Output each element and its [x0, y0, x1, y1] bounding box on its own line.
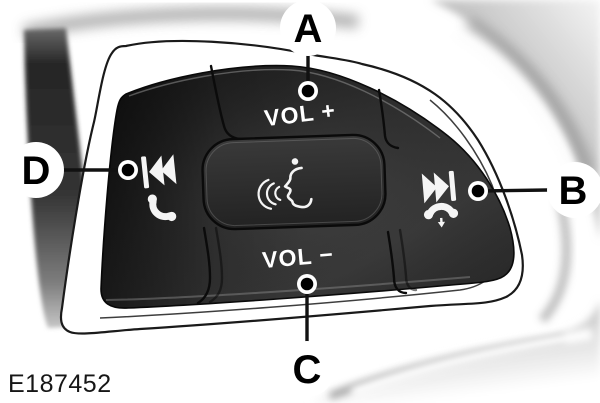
seek-forward-phone-end-button: [421, 170, 459, 228]
callout-b-dot: [471, 184, 485, 198]
callout-d-letter: D: [22, 149, 51, 193]
phone-answer-icon: [147, 194, 177, 222]
phone-end-end-2: [448, 208, 459, 218]
separator-voldown-left-2: [208, 226, 224, 304]
pad-top-bevel: [128, 68, 441, 139]
control-pad: VOL + VOL −: [100, 64, 515, 309]
volume-down-button: VOL −: [261, 241, 335, 273]
voice-icon-wave-2: [265, 182, 277, 206]
seek-previous-bar: [141, 156, 150, 189]
callout-b-line: [479, 188, 549, 193]
separator-voldown-left: [196, 226, 212, 305]
rim-bottom-streak-light: [350, 328, 593, 399]
callout-c: C: [279, 274, 335, 397]
seek-previous-triangle-2: [160, 154, 177, 185]
voice-command-icon: [257, 158, 313, 210]
voice-icon-dot: [291, 158, 299, 165]
seek-next-triangle-2: [433, 172, 449, 203]
callout-a-letter: A: [294, 7, 323, 51]
callout-a-dot: [301, 84, 315, 98]
voice-command-button: [201, 133, 387, 231]
callout-d: D: [8, 142, 138, 198]
callout-b-letter: B: [559, 169, 588, 213]
phone-answer-end-2: [167, 211, 177, 222]
seek-next-triangle-1: [421, 173, 438, 204]
voice-key-highlight: [205, 137, 383, 227]
callout-d-dot: [121, 163, 135, 177]
voice-icon-wave-3: [257, 178, 273, 210]
callout-c-dot: [300, 277, 314, 291]
seek-back-phone-answer-button: [141, 154, 177, 222]
seek-previous-triangle-1: [149, 155, 165, 186]
separator-volup-left: [209, 64, 242, 141]
callout-c-letter: C: [293, 348, 322, 392]
seek-next-icon: [421, 170, 457, 204]
callout-b-badge: [547, 162, 600, 218]
separator-voldown-right: [386, 230, 408, 295]
separator-voldown-right-2: [398, 228, 418, 292]
volume-down-label: VOL −: [261, 241, 335, 273]
callout-b: B: [468, 162, 600, 218]
phone-answer-body: [149, 197, 174, 221]
callout-c-badge: [279, 341, 335, 397]
seek-previous-icon: [141, 154, 177, 189]
phone-end-icon: [423, 202, 459, 228]
separator-volup-right: [377, 88, 400, 150]
rim-streak-dark: [465, 17, 593, 174]
callout-a-badge: [280, 0, 336, 56]
figure-code: E187452: [8, 370, 112, 398]
callout-d-badge: [8, 142, 64, 198]
pad-bottom-bevel: [105, 276, 471, 301]
voice-command-key: [201, 133, 387, 231]
button-separators: [196, 64, 418, 305]
phone-end-arrow-head: [437, 221, 446, 228]
rim-top-right-corner: [430, 0, 600, 240]
voice-icon-face: [283, 166, 313, 209]
rim-right-shading: [538, 198, 571, 324]
seek-next-bar: [448, 170, 457, 201]
callout-a: A: [280, 0, 336, 101]
phone-end-end-1: [423, 210, 434, 220]
voice-icon-wave-1: [274, 185, 282, 202]
phone-answer-end-1: [147, 194, 157, 204]
